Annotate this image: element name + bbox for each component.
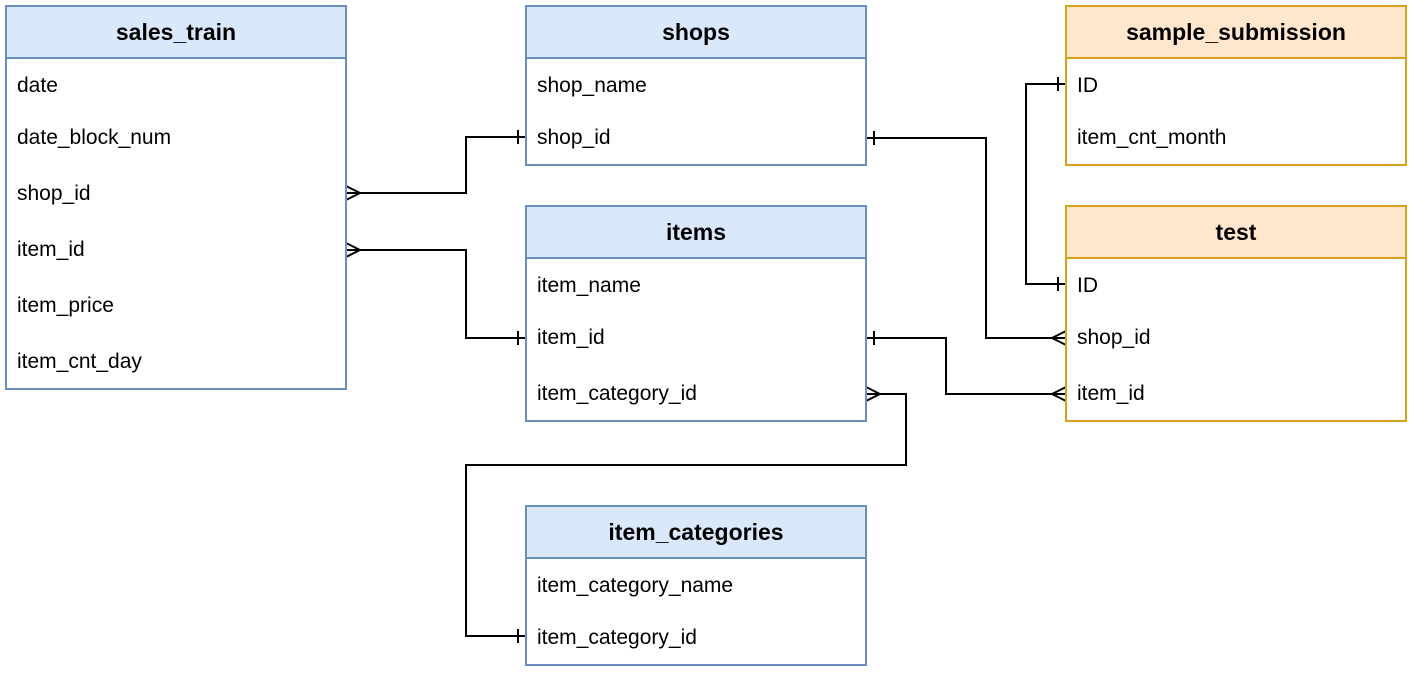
- field-item-category-name: item_category_name: [537, 574, 734, 597]
- table-sales-train[interactable]: sales_train date date_block_num shop_id …: [5, 5, 347, 390]
- field-id: ID: [1077, 74, 1098, 97]
- field-item-category-id: item_category_id: [537, 626, 697, 649]
- field-shop-id: shop_id: [17, 182, 91, 205]
- field-shop-id: shop_id: [537, 126, 611, 149]
- field-item-id: item_id: [1077, 382, 1145, 405]
- table-title: sales_train: [7, 7, 345, 59]
- field-item-price: item_price: [17, 294, 114, 317]
- table-sample-submission[interactable]: sample_submission ID item_cnt_month: [1065, 5, 1407, 166]
- table-title: shops: [527, 7, 865, 59]
- field-shop-name: shop_name: [537, 74, 647, 97]
- link-sales-train-shops: [345, 130, 526, 201]
- field-item-id: item_id: [537, 326, 605, 349]
- field-item-id: item_id: [17, 238, 85, 261]
- table-title: items: [527, 207, 865, 259]
- field-item-name: item_name: [537, 274, 641, 297]
- table-title: sample_submission: [1067, 7, 1405, 59]
- field-date-block-num: date_block_num: [17, 126, 172, 149]
- link-shops-test: [866, 131, 1067, 346]
- link-sample-submission-test: [1025, 77, 1066, 291]
- table-shops[interactable]: shops shop_name shop_id: [525, 5, 867, 166]
- link-items-item-categories: [465, 386, 907, 643]
- link-sales-train-items: [345, 242, 526, 345]
- table-items[interactable]: items item_name item_id item_category_id: [525, 205, 867, 422]
- table-item-categories[interactable]: item_categories item_category_name item_…: [525, 505, 867, 666]
- field-item-cnt-day: item_cnt_day: [17, 350, 142, 373]
- field-date: date: [17, 74, 58, 97]
- table-test[interactable]: test ID shop_id item_id: [1065, 205, 1407, 422]
- field-id: ID: [1077, 274, 1098, 297]
- field-shop-id: shop_id: [1077, 326, 1151, 349]
- table-title: item_categories: [527, 507, 865, 559]
- field-item-cnt-month: item_cnt_month: [1077, 126, 1227, 149]
- link-items-test: [866, 331, 1067, 402]
- field-item-category-id: item_category_id: [537, 382, 697, 405]
- table-title: test: [1067, 207, 1405, 259]
